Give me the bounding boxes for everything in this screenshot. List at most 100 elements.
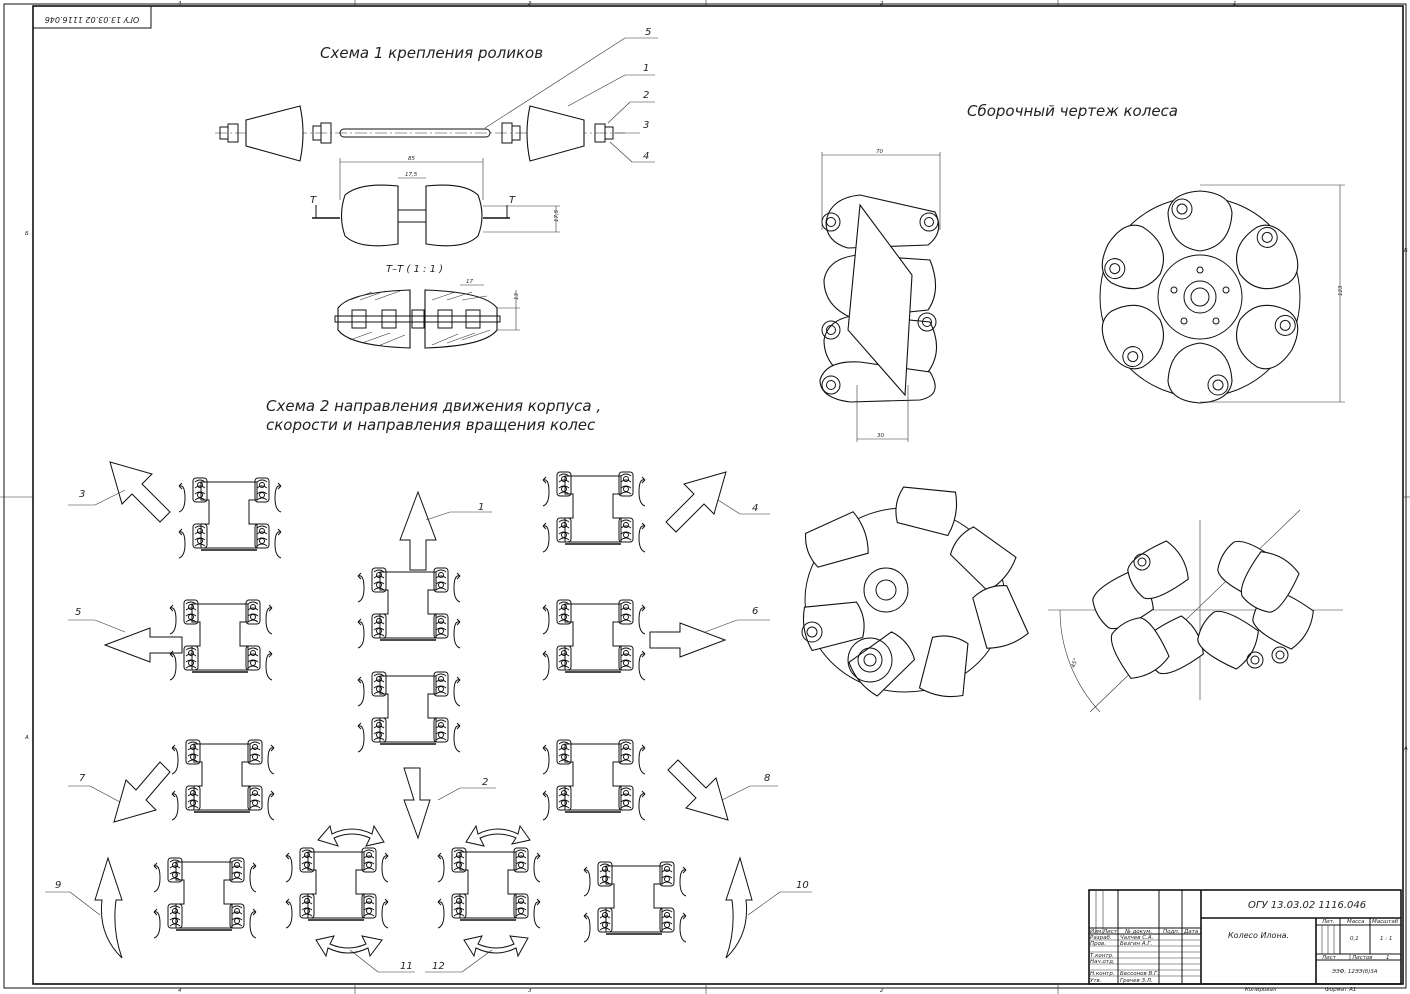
mecanum-wheel-icon [618, 645, 634, 671]
rotation-arrow-icon [274, 528, 282, 559]
rotation-arrow-icon [638, 790, 646, 821]
rotation-arrow-icon [583, 912, 591, 943]
chassis-diagram [556, 471, 634, 545]
wheel-front-view: 123 [1099, 184, 1345, 404]
arrow-rotate-9 [94, 856, 123, 959]
front-roller [1167, 190, 1233, 252]
dim-123: 123 [1338, 285, 1344, 296]
roller-end-icon [1207, 374, 1229, 396]
mass-label: Масса [1347, 919, 1365, 925]
person-4: Бессонов В.Г. [1120, 971, 1159, 977]
rotation-arrow-icon [357, 676, 365, 707]
rotation-arrow-icon [153, 908, 161, 939]
mecanum-wheel-icon [254, 523, 270, 549]
rotation-arrow-icon [171, 744, 179, 775]
hdr-ndoc: № докум. [1124, 929, 1152, 935]
rotation-arrow-icon [533, 898, 541, 929]
rotation-arrow-icon [249, 862, 257, 893]
rotation-arrow-icon [453, 618, 461, 649]
arrow-diag-8 [667, 759, 729, 821]
rotation-arrow-icon [357, 618, 365, 649]
s2-callout-6: 6 [752, 606, 758, 617]
rotation-arrow-icon [265, 604, 273, 635]
mecanum-wheel-icon [245, 599, 261, 625]
rotation-arrow-icon [178, 482, 186, 513]
rotation-arrow-icon [169, 650, 177, 681]
rotation-arrow-icon [169, 604, 177, 635]
s2-callout-12: 12 [432, 961, 445, 972]
title-block: Изм. Лист № докум. Подп. Дата Разраб. Ча… [1088, 889, 1402, 993]
scale-label: Масштаб [1372, 919, 1399, 925]
chassis-body [307, 851, 365, 919]
roller-end-icon [1271, 646, 1289, 664]
rotation-arrow-icon [533, 852, 541, 883]
hdr-data: Дата [1183, 929, 1199, 935]
mecanum-wheel-icon [556, 785, 572, 811]
mecanum-wheel-icon [371, 567, 387, 593]
arrow-diag-7 [113, 761, 171, 823]
section-title: Т–Т ( 1 : 1 ) [386, 264, 443, 275]
mecanum-wheel-icon [185, 785, 201, 811]
s2-callout-10: 10 [796, 880, 809, 891]
mecanum-wheel-icon [513, 893, 529, 919]
front-roller [1101, 304, 1164, 370]
chassis-diagram [556, 599, 634, 673]
zone-row-a-left: А [24, 735, 29, 741]
zone-col-3-bottom: 3 [528, 988, 532, 994]
mecanum-wheel-icon [247, 785, 263, 811]
mecanum-wheel-icon [659, 907, 675, 933]
roller-end-icon [917, 312, 937, 332]
mecanum-wheel-icon [618, 599, 634, 625]
rotation-arrow-icon [265, 650, 273, 681]
chassis-body [175, 861, 233, 929]
rotation-arrow-icon [437, 898, 445, 929]
section-mark-left: Т [310, 195, 317, 206]
product-name: Колесо Илона. [1228, 931, 1289, 940]
dim-85: 85 [408, 156, 415, 162]
chassis-diagram [371, 671, 449, 745]
arrow-right-6 [649, 622, 727, 658]
chassis-body [193, 743, 251, 811]
rotation-arrow-icon [542, 650, 550, 681]
format-label: Формат А1 [1325, 987, 1356, 993]
angled-roller [1127, 540, 1189, 600]
front-roller [1236, 304, 1299, 370]
rotation-arrow-icon [453, 572, 461, 603]
zone-col-2-bottom: 2 [880, 988, 884, 994]
angled-roller [1240, 551, 1300, 613]
rotation-arrow-icon [542, 522, 550, 553]
scheme1-title: Схема 1 крепления роликов [320, 44, 543, 62]
chassis-diagram [192, 477, 270, 551]
doc-code: ОГУ 13.03.02 1116.046 [1248, 900, 1366, 911]
mecanum-wheel-icon [247, 739, 263, 765]
rotation-arrow-icon [542, 744, 550, 775]
mecanum-wheel-icon [597, 861, 613, 887]
person-0: Чалчев С.А. [1120, 935, 1154, 941]
mass-value: 0,1 [1350, 936, 1359, 942]
s2-callout-7: 7 [79, 773, 86, 784]
rotation-arrow-icon [638, 476, 646, 507]
rotation-arrow-icon [638, 522, 646, 553]
arrow-rotate-11-bottom [315, 935, 383, 958]
sheets-label: Листов [1351, 955, 1373, 961]
rotation-arrow-icon [638, 604, 646, 635]
hdr-podp: Подп. [1163, 929, 1180, 935]
callout-2: 2 [643, 90, 649, 101]
mecanum-wheel-icon [299, 847, 315, 873]
dim-17-5-top: 17,5 [405, 172, 418, 178]
mecanum-wheel-icon [556, 645, 572, 671]
arrow-rotate-12-top [465, 824, 531, 847]
rotation-arrow-icon [249, 908, 257, 939]
iso-roller [949, 526, 1017, 592]
chassis-body [564, 603, 622, 671]
callout-5: 5 [645, 27, 651, 38]
chassis-body [459, 851, 517, 919]
mecanum-wheel-icon [618, 739, 634, 765]
chassis-body [200, 481, 258, 549]
arrow-diag-4 [665, 471, 727, 533]
rotation-arrow-icon [178, 528, 186, 559]
rotation-arrow-icon [679, 866, 687, 897]
roller-end-icon [1171, 198, 1193, 220]
s2-callout-11: 11 [400, 961, 413, 972]
s2-callout-8: 8 [764, 773, 770, 784]
